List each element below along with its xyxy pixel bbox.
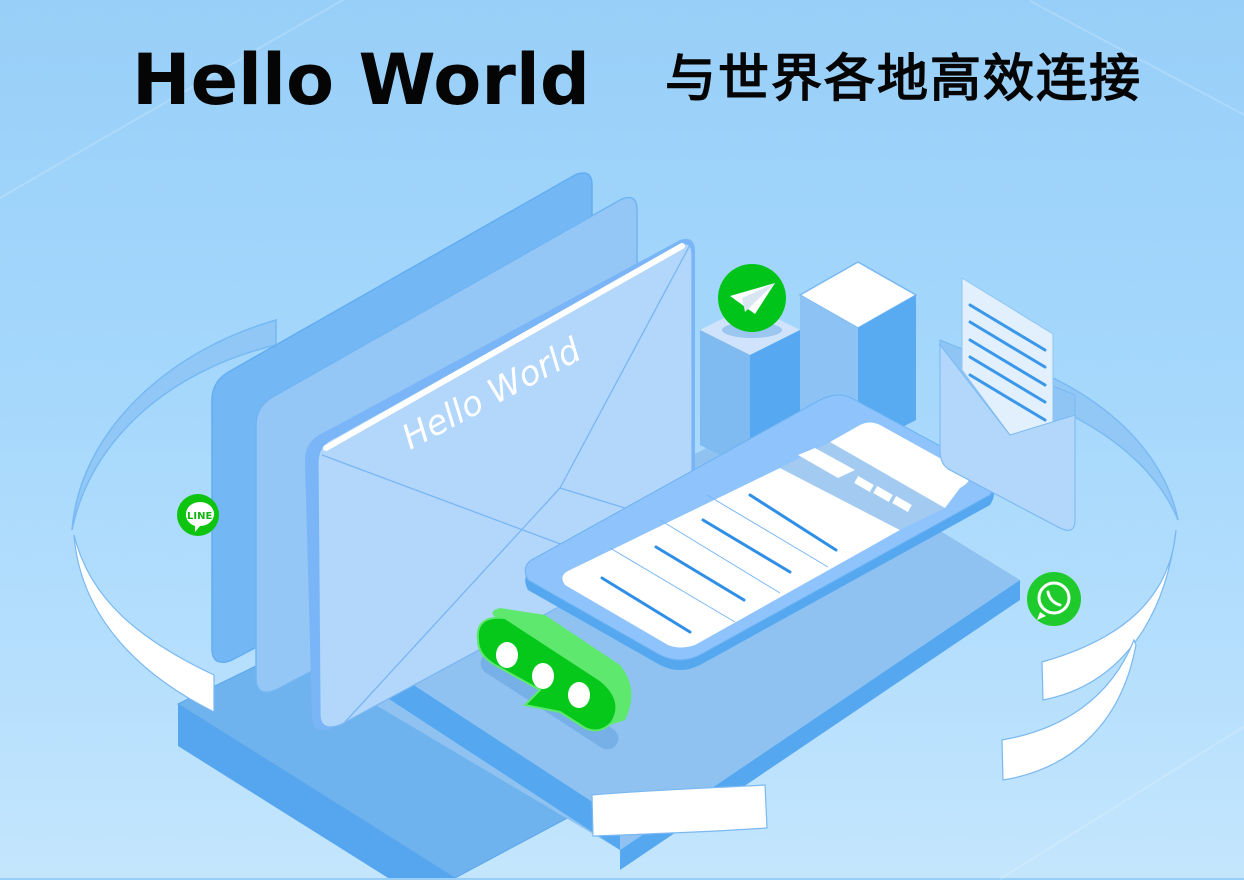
orbit-ring-front	[73, 529, 1177, 837]
whatsapp-icon	[1027, 572, 1081, 626]
paper-plane-icon	[718, 264, 786, 338]
phone-device	[524, 394, 995, 670]
page-subtitle: 与世界各地高效连接	[665, 50, 1143, 109]
page-title: Hello World	[132, 39, 590, 121]
line-icon: LINE	[177, 494, 219, 536]
envelope: Hello World	[305, 238, 695, 731]
mail-document	[939, 277, 1076, 531]
line-label: LINE	[187, 511, 212, 522]
chat-bubble-icon	[476, 608, 632, 732]
headline: Hello World 与世界各地高效连接	[0, 40, 1244, 120]
